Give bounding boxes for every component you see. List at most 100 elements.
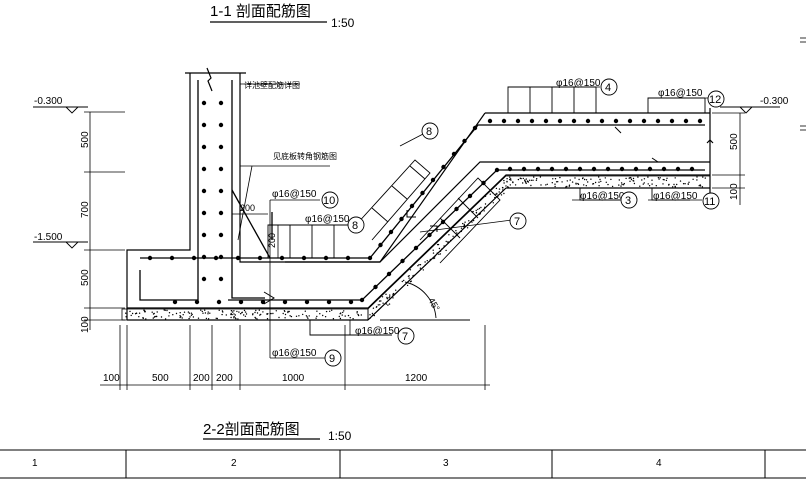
rebar-marker-10: 10 bbox=[323, 195, 335, 207]
hatch-speck bbox=[385, 303, 387, 305]
rebar-dot bbox=[563, 166, 569, 172]
hatch-speck bbox=[181, 317, 183, 319]
rebar-dot bbox=[501, 118, 507, 124]
rebar-dot bbox=[191, 255, 197, 261]
hatch-speck bbox=[379, 304, 381, 306]
rebar-dot bbox=[238, 299, 244, 305]
hatch-speck bbox=[637, 176, 639, 178]
hatch-speck bbox=[585, 179, 588, 181]
hatch-speck bbox=[472, 219, 475, 222]
hatch-speck bbox=[679, 180, 682, 182]
hatch-speck bbox=[460, 227, 463, 229]
hatch-speck bbox=[494, 196, 496, 199]
hatch-speck bbox=[599, 178, 601, 181]
rebar-dot bbox=[440, 219, 446, 225]
hatch-speck bbox=[287, 310, 289, 313]
rebar-dot bbox=[304, 299, 310, 305]
hatch-speck bbox=[183, 311, 186, 313]
hatch-speck bbox=[510, 179, 512, 181]
rebar-dot bbox=[697, 118, 703, 124]
hatch-speck bbox=[319, 313, 321, 315]
hatch-speck bbox=[154, 315, 156, 318]
rebar-dot bbox=[373, 284, 378, 290]
hatch-speck bbox=[392, 294, 394, 296]
hatch-speck bbox=[540, 184, 542, 186]
hatch-speck bbox=[632, 177, 635, 180]
hatch-speck bbox=[662, 183, 664, 185]
dim-bottom-6: 1200 bbox=[405, 373, 428, 384]
hatch-speck bbox=[201, 310, 203, 313]
hatch-speck bbox=[168, 315, 170, 317]
rebar-dot bbox=[529, 118, 535, 124]
hatch-speck bbox=[432, 252, 435, 254]
hatch-speck bbox=[552, 178, 554, 180]
rebar-dot bbox=[388, 229, 394, 235]
hatch-speck bbox=[676, 183, 678, 186]
hatch-speck bbox=[388, 303, 391, 305]
rebar-dot bbox=[279, 255, 285, 261]
rebar-dot bbox=[487, 118, 493, 124]
rebar-dot bbox=[218, 254, 224, 260]
hatch-speck bbox=[699, 185, 702, 187]
hatch-speck bbox=[701, 186, 704, 188]
hatch-speck bbox=[578, 178, 580, 181]
hatch-speck bbox=[255, 309, 257, 312]
hatch-speck bbox=[568, 185, 570, 187]
hatch-speck bbox=[412, 275, 414, 277]
hatch-speck bbox=[238, 311, 240, 313]
hatch-speck bbox=[295, 315, 298, 317]
dim-bottom-3: 200 bbox=[193, 373, 210, 384]
hatch-speck bbox=[225, 314, 227, 316]
hatch-speck bbox=[509, 184, 511, 186]
hatch-speck bbox=[495, 187, 498, 190]
hatch-speck bbox=[506, 178, 508, 180]
hatch-speck bbox=[252, 314, 254, 316]
rebar-dot bbox=[218, 166, 224, 172]
hatch-speck bbox=[506, 180, 508, 183]
hatch-speck bbox=[455, 230, 457, 232]
elevation-left-mid: -1.500 bbox=[34, 232, 63, 243]
hatch-speck bbox=[668, 184, 670, 186]
hatch-speck bbox=[505, 185, 507, 187]
hatch-speck bbox=[382, 302, 384, 304]
rebar-marker-9: 9 bbox=[329, 353, 335, 365]
hatch-speck bbox=[207, 313, 209, 315]
hatch-speck bbox=[392, 292, 395, 295]
hatch-speck bbox=[142, 317, 144, 319]
hatch-speck bbox=[233, 313, 235, 315]
hatch-speck bbox=[231, 313, 233, 316]
rebar-dot bbox=[451, 151, 457, 157]
hatch-speck bbox=[585, 185, 587, 187]
hatch-speck bbox=[284, 317, 286, 319]
hatch-speck bbox=[438, 247, 441, 250]
hatch-speck bbox=[255, 317, 257, 319]
hatch-speck bbox=[439, 253, 442, 255]
hatch-speck bbox=[244, 311, 247, 313]
rebar-dot bbox=[543, 118, 549, 124]
rebar-spec-9: φ16@150 bbox=[272, 348, 317, 359]
hatch-speck bbox=[207, 318, 210, 320]
rebar-dot bbox=[301, 255, 307, 261]
hatch-speck bbox=[306, 316, 308, 318]
hatch-speck bbox=[698, 185, 700, 187]
hatch-speck bbox=[445, 240, 447, 243]
hatch-speck bbox=[437, 243, 440, 246]
hatch-speck bbox=[204, 312, 207, 314]
hatch-speck bbox=[152, 317, 154, 319]
rebar-dot bbox=[218, 210, 224, 216]
hatch-speck bbox=[554, 183, 556, 185]
dim-right-2: 100 bbox=[729, 183, 740, 200]
hatch-speck bbox=[258, 309, 260, 311]
rebar-dot bbox=[201, 232, 207, 238]
hatch-speck bbox=[156, 311, 158, 313]
hatch-speck bbox=[275, 310, 277, 312]
hatch-speck bbox=[163, 309, 165, 311]
hatch-speck bbox=[419, 267, 422, 269]
hatch-speck bbox=[571, 181, 574, 183]
rebar-dot bbox=[201, 122, 207, 128]
hatch-speck bbox=[432, 249, 434, 251]
hatch-speck bbox=[316, 315, 318, 318]
rebar-dot bbox=[462, 138, 467, 144]
note-floor-corner: 见底板转角钢筋图 bbox=[273, 151, 337, 161]
